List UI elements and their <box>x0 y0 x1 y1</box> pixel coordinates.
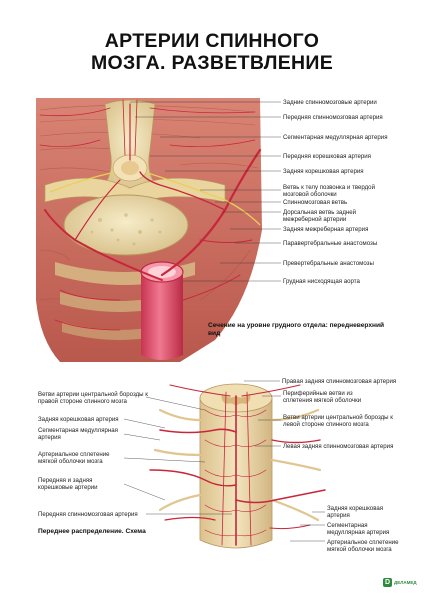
label-posterior-radicular-artery-left: Задняя корешковая артерия <box>38 416 119 423</box>
label-anterior-posterior-radicular-arteries: Передняя и задняя корешковые артерии <box>38 477 98 492</box>
label-right-posterior-spinal-artery: Правая задняя спинномозговая артерия <box>282 378 397 385</box>
label-peripheral-pia-branches: Периферийные ветви из сплетения мягкой о… <box>283 390 362 405</box>
bottom-leader-lines <box>123 380 325 542</box>
label-left-posterior-spinal-artery: Левая задняя спинномозговая артерия <box>283 443 394 450</box>
label-central-sulcus-left-branches: Ветви артерии центральной борозды к лево… <box>283 414 393 429</box>
thoracic-section-illustration <box>36 98 262 362</box>
label-pia-arterial-plexus-right: Артериальное сплетение мягкой оболочки м… <box>327 539 399 554</box>
label-spinal-branch: Спинномозговая ветвь <box>283 199 348 206</box>
page-title-line1: АРТЕРИИ СПИННОГО <box>104 30 320 52</box>
label-segmental-medullary-artery: Сегментарная медуллярная артерия <box>283 134 388 141</box>
label-anterior-spinal-artery: Передняя спинномозговая артерия <box>283 114 383 121</box>
label-pia-arterial-plexus-left: Артериальное сплетение мягкой оболочки м… <box>38 451 110 466</box>
label-segmental-medullary-artery-right: Сегментарная медуллярная артерия <box>327 522 390 537</box>
label-dorsal-branch: Дорсальная ветвь задней межреберной арте… <box>283 209 357 224</box>
top-leader-lines <box>130 101 281 282</box>
label-anterior-radicular-artery: Передняя корешковая артерия <box>283 153 371 160</box>
label-prevertebral-anastomoses: Превертебральные анастомозы <box>283 260 374 267</box>
page-title-line2: МОЗГА. РАЗВЕТВЛЕНИЕ <box>90 52 334 74</box>
caption-thoracic-section: Сечение на уровне грудного отдела: перед… <box>208 322 385 337</box>
publisher-logo: D ДЕЛАМЕД <box>383 578 417 587</box>
label-posterior-intercostal-artery: Задняя межреберная артерия <box>283 226 369 233</box>
label-posterior-spinal-arteries: Задние спинномозговые артерии <box>283 99 377 106</box>
spinal-cord-scheme-illustration <box>149 383 326 549</box>
logo-mark: D <box>383 578 392 587</box>
label-paravertebral-anastomoses: Паравертебральные анастомозы <box>283 240 378 247</box>
label-central-sulcus-right-branches: Ветви артерии центральной борозды к прав… <box>38 391 148 406</box>
caption-anterior-distribution: Переднее распределение. Схема <box>38 528 146 535</box>
label-thoracic-descending-aorta: Грудная нисходящая аорта <box>283 278 360 285</box>
label-vertebral-body-branch: Ветвь к телу позвонка и твердой мозговой… <box>283 184 375 199</box>
label-posterior-radicular-artery: Задняя корешковая артерия <box>283 168 364 175</box>
label-segmental-medullary-artery-left: Сегментарная медуллярная артерия <box>38 427 118 442</box>
label-anterior-spinal-artery-bottom: Передняя спинномозговая артерия <box>38 511 138 518</box>
label-posterior-radicular-artery-right: Задняя корешковая артерия <box>327 505 384 520</box>
logo-text: ДЕЛАМЕД <box>394 580 417 585</box>
